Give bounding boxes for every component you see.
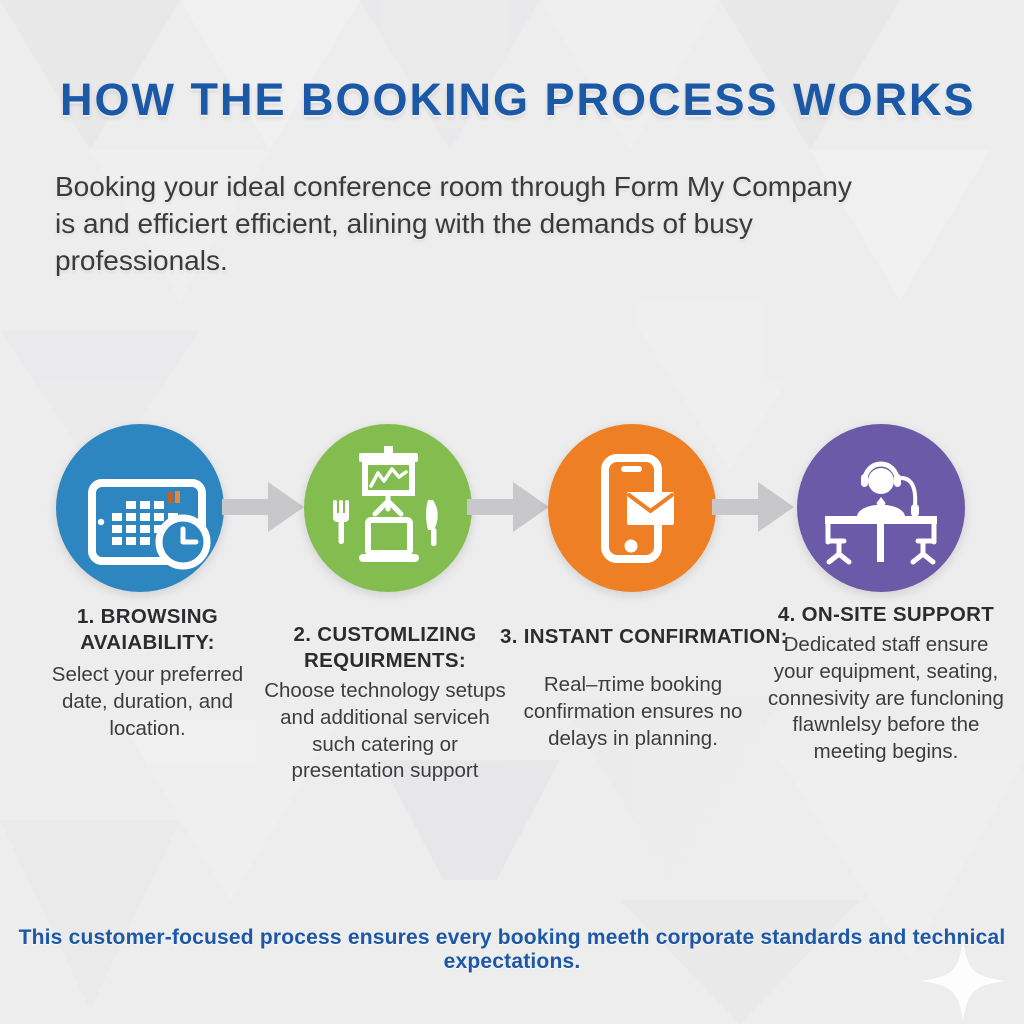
step4-heading: 4. ON-SITE SUPPORT (777, 603, 995, 626)
arrow-right-icon (467, 482, 549, 532)
step2-heading: 2. CUSTOMLIZING REQUIRMENTS: (293, 623, 477, 673)
step3-circle (548, 424, 716, 592)
support-agent-desk-icon (797, 424, 965, 592)
page-title: HOW THE BOOKING PROCESS WORKS (60, 74, 976, 125)
step2-circle (304, 424, 472, 592)
knife-icon (426, 500, 438, 546)
step2-text: 2. CUSTOMLIZING REQUIRMENTS: Choose tech… (260, 622, 510, 785)
step1-heading: 1. BROWSING AVAIABILITY: (76, 605, 219, 655)
presentation-laptop-catering-icon (304, 424, 472, 592)
fork-icon (333, 500, 349, 544)
intro-paragraph: Booking your ideal conference room throu… (55, 171, 852, 277)
step1-text: 1. BROWSING AVAIABILITY: Select your pre… (30, 604, 265, 742)
sparkle-icon (921, 941, 1005, 1021)
step3-text: 3. INSTANT CONFIRMATION: Real–πime booki… (500, 624, 788, 752)
step1-circle (56, 424, 224, 592)
tablet-calendar-clock-icon (56, 424, 224, 592)
arrow-right-icon (222, 482, 304, 532)
step3-body: Real–πime booking confirmation ensures n… (523, 673, 743, 750)
step3-heading: 3. INSTANT CONFIRMATION: (500, 625, 788, 648)
step1-body: Select your preferred date, duration, an… (51, 663, 244, 740)
step2-body: Choose technology setups and additional … (264, 679, 506, 783)
step4-text: 4. ON-SITE SUPPORT Dedicated staff ensur… (764, 602, 1008, 765)
office-chair-icon (910, 517, 937, 565)
footer-statement: This customer-focused process ensures ev… (18, 926, 1006, 973)
envelope-icon (627, 492, 674, 525)
arrow-right-icon (712, 482, 794, 532)
calendar-flag-marks (168, 491, 180, 503)
step4-circle (797, 424, 965, 592)
office-chair-icon (825, 517, 852, 565)
step4-body: Dedicated staff ensure your equipment, s… (768, 633, 1004, 763)
smartphone-email-icon (548, 424, 716, 592)
